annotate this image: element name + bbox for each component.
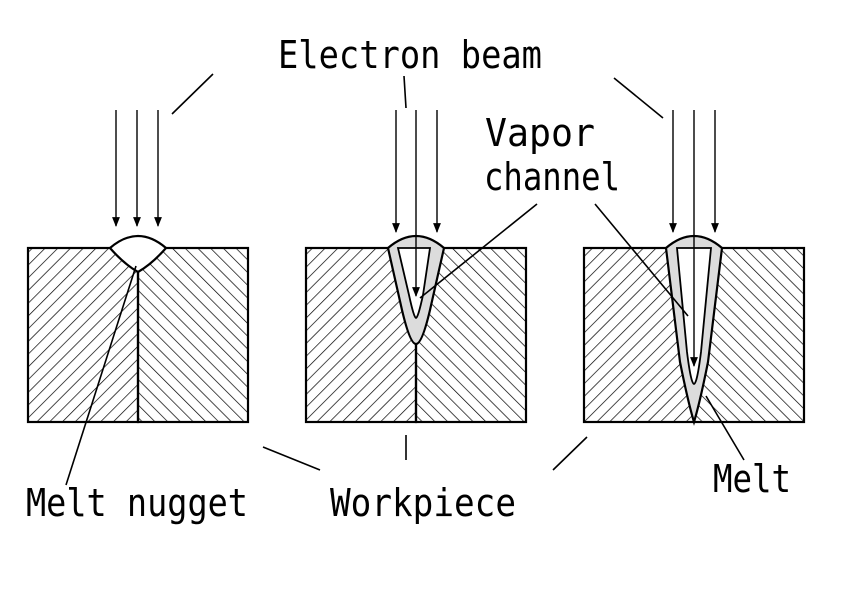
leader-workpiece-3 — [552, 436, 588, 471]
leader-lines — [65, 73, 745, 486]
leader-vapor-channel-2 — [419, 203, 538, 299]
label-channel: channel — [484, 155, 620, 199]
vapor-channel — [396, 247, 432, 319]
leader-vapor-channel-3 — [594, 203, 689, 317]
label-melt-nugget: Melt nugget — [26, 481, 248, 525]
leader-melt-nugget — [65, 265, 137, 486]
leader-electron-beam-3 — [613, 77, 664, 119]
leader-electron-beam-1 — [171, 73, 214, 115]
workpiece-right-half — [136, 246, 250, 424]
melt-nugget-shape — [108, 234, 168, 274]
leader-workpiece-1 — [262, 446, 321, 471]
leader-electron-beam-2 — [403, 75, 407, 109]
label-electron-beam: Electron beam — [278, 33, 542, 77]
label-workpiece: Workpiece — [330, 481, 516, 525]
stage-3-deep-penetration — [582, 110, 806, 426]
stage-1-melt-nugget — [26, 110, 250, 424]
workpiece-left-half — [26, 246, 140, 424]
label-melt: Melt — [713, 457, 791, 501]
leader-melt — [705, 395, 745, 461]
label-vapor: Vapor — [485, 111, 595, 155]
stage-2-partial-penetration — [304, 110, 528, 424]
